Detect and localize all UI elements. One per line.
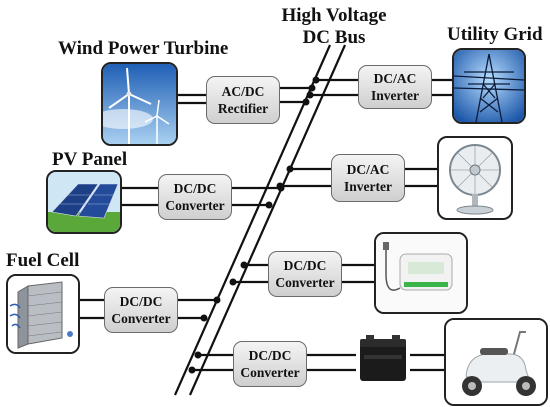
fuel-cell-image <box>6 274 80 354</box>
dc-bus-label-line2: DC Bus <box>302 27 366 48</box>
bus-rail-right <box>188 44 347 396</box>
ev-dc-dc-converter-box: DC/DC Converter <box>268 251 342 297</box>
battery-converter-line1: DC/DC <box>248 348 292 363</box>
electric-scooter-image <box>444 318 548 406</box>
battery-dc-dc-converter-box: DC/DC Converter <box>233 341 307 387</box>
solar-panel-image <box>46 170 122 234</box>
fan-inverter-line1: DC/AC <box>346 162 390 177</box>
grid-inverter-line1: DC/AC <box>373 71 417 86</box>
dc-bus-label-line1: High Voltage <box>281 5 387 26</box>
grid-inverter-line2: Inverter <box>371 88 419 103</box>
wind-turbine-image <box>101 62 178 146</box>
electric-fan-image <box>437 136 513 220</box>
ev-converter-line2: Converter <box>275 275 335 290</box>
bus-junction-dots <box>188 76 320 374</box>
rectifier-line2: Rectifier <box>217 101 269 116</box>
battery-converter-line2: Converter <box>240 365 300 380</box>
fuel-cell-label: Fuel Cell <box>6 250 80 271</box>
ac-dc-rectifier-box: AC/DC Rectifier <box>206 76 280 124</box>
ev-converter-line1: DC/DC <box>283 258 327 273</box>
wind-turbine-label: Wind Power Turbine <box>58 38 229 59</box>
fuel-converter-line2: Converter <box>111 311 171 326</box>
dc-bus-label: High Voltage DC Bus <box>279 5 389 49</box>
battery-image <box>356 333 410 385</box>
rectifier-line1: AC/DC <box>221 84 265 99</box>
pv-converter-line1: DC/DC <box>173 181 217 196</box>
fuel-converter-line1: DC/DC <box>119 294 163 309</box>
grid-inverter-box: DC/AC Inverter <box>358 65 432 109</box>
fan-inverter-line2: Inverter <box>344 179 392 194</box>
pv-converter-line2: Converter <box>165 198 225 213</box>
fan-inverter-box: DC/AC Inverter <box>331 154 405 202</box>
ev-charger-image <box>374 232 468 314</box>
utility-grid-label: Utility Grid <box>447 24 543 45</box>
pv-panel-label: PV Panel <box>52 149 128 170</box>
transmission-tower-image <box>452 48 526 124</box>
fuel-dc-dc-converter-box: DC/DC Converter <box>104 287 178 333</box>
pv-dc-dc-converter-box: DC/DC Converter <box>158 174 232 220</box>
